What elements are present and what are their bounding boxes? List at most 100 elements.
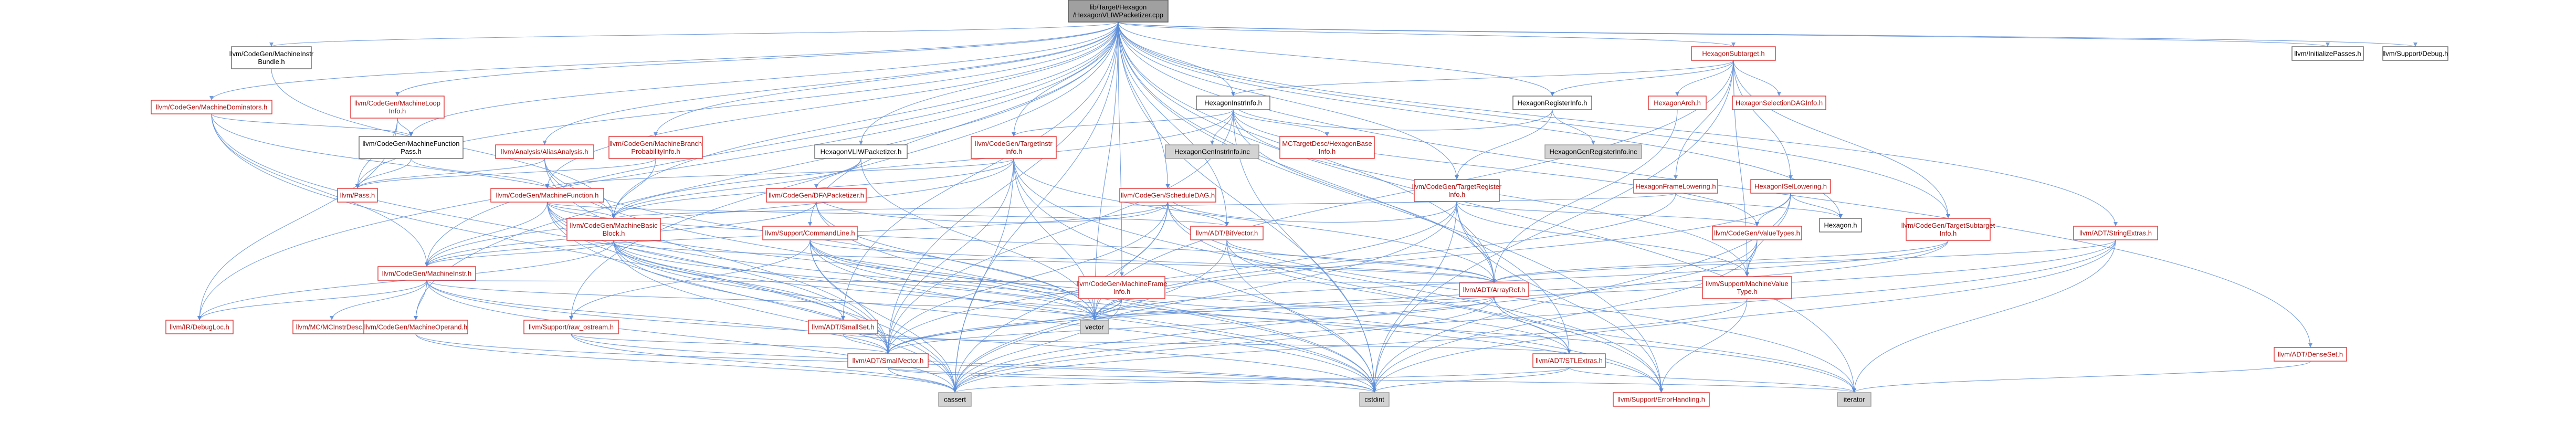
node-label-line: llvm/Support/raw_ostream.h [529, 323, 614, 331]
node-hisel[interactable]: HexagonISelLowering.h [1750, 179, 1831, 194]
node-label-line: llvm/CodeGen/MachineFunction [363, 140, 460, 147]
edge-strx-to-iterator [1854, 239, 2116, 393]
edge-arrowhead [395, 92, 399, 96]
node-mdom[interactable]: llvm/CodeGen/MachineDominators.h [151, 100, 272, 114]
edge-ar-to-iterator [1494, 296, 1855, 393]
node-mcid[interactable]: llvm/MC/MCInstrDesc.h [292, 320, 371, 334]
edge-hvliw-to-dfa [816, 158, 861, 189]
edge-tri-to-eh [1456, 201, 1662, 393]
edge-root-to-hri [1118, 22, 1553, 97]
edge-mi-to-dl [199, 280, 427, 321]
edge-mi-to-vector [426, 280, 1095, 321]
node-hii[interactable]: HexagonInstrInfo.h [1196, 96, 1270, 110]
node-dbg[interactable]: llvm/Support/Debug.h [2382, 46, 2448, 61]
node-eh[interactable]: llvm/Support/ErrorHandling.h [1613, 392, 1710, 407]
edge-root-to-hst [1118, 22, 1734, 47]
node-ros[interactable]: llvm/Support/raw_ostream.h [523, 320, 619, 334]
node-hexh[interactable]: Hexagon.h [1819, 218, 1862, 233]
node-dl[interactable]: llvm/IR/DebugLoc.h [165, 320, 234, 334]
node-box [847, 353, 929, 368]
edge-sdag-to-sv [887, 202, 1169, 354]
node-dfa[interactable]: llvm/CodeGen/DFAPacketizer.h [766, 188, 867, 203]
node-mo[interactable]: llvm/CodeGen/MachineOperand.h [363, 320, 468, 334]
node-label-line: llvm/CodeGen/MachineBranch [609, 140, 702, 147]
edge-arrowhead [1674, 175, 1678, 180]
graph-nodes: lib/Target/Hexagon/HexagonVLIWPacketizer… [151, 0, 2448, 407]
node-hsel[interactable]: HexagonSelectionDAGInfo.h [1732, 96, 1826, 110]
node-label-line: Info.h [1940, 229, 1957, 237]
node-cl[interactable]: llvm/Support/CommandLine.h [762, 226, 858, 240]
node-ss[interactable]: llvm/ADT/SmallSet.h [808, 320, 878, 334]
edge-hst-to-harch [1677, 60, 1734, 97]
node-initp[interactable]: llvm/InitializePasses.h [2291, 46, 2364, 61]
node-hfl[interactable]: HexagonFrameLowering.h [1633, 179, 1718, 194]
node-hvliw[interactable]: HexagonVLIWPacketizer.h [814, 144, 908, 159]
node-vt[interactable]: llvm/CodeGen/ValueTypes.h [1712, 226, 1802, 240]
edge-root-to-mdom [211, 22, 1119, 101]
node-mbpi[interactable]: llvm/CodeGen/MachineBranchProbabilityInf… [608, 136, 703, 159]
node-stl[interactable]: llvm/ADT/STLExtras.h [1532, 353, 1606, 368]
node-pass[interactable]: llvm/Pass.h [337, 188, 378, 203]
edge-cl-to-cassert [809, 239, 955, 393]
node-aa[interactable]: llvm/Analysis/AliasAnalysis.h [495, 144, 594, 159]
node-label-line: llvm/Pass.h [340, 192, 375, 199]
node-bv[interactable]: llvm/ADT/BitVector.h [1190, 226, 1264, 240]
edge-root-to-mfi [1118, 22, 1122, 277]
edge-mi-to-ar [426, 280, 1495, 283]
edge-ar-to-cassert [954, 296, 1495, 393]
node-label-line: Bundle.h [258, 58, 285, 66]
node-label-line: llvm/CodeGen/MachineInstr.h [382, 270, 472, 278]
node-mf[interactable]: llvm/CodeGen/MachineFunction.h [490, 188, 604, 203]
node-box [165, 320, 234, 334]
node-box [523, 320, 619, 334]
edge-root-to-vector [1094, 22, 1119, 321]
node-ar[interactable]: llvm/ADT/ArrayRef.h [1459, 282, 1529, 297]
node-hst[interactable]: HexagonSubtarget.h [1691, 46, 1776, 61]
node-box [766, 188, 867, 203]
edge-tii-to-cassert [954, 158, 1014, 393]
node-box [1068, 0, 1169, 23]
node-mi[interactable]: llvm/CodeGen/MachineInstr.h [377, 266, 476, 281]
edge-mbb-to-ar [613, 240, 1495, 283]
edge-mdom-to-mbb [211, 113, 614, 219]
edge-mfp-to-pass [357, 158, 412, 189]
edge-hfl-to-vector [1094, 193, 1676, 321]
node-label-line: Hexagon.h [1824, 221, 1857, 229]
node-sv[interactable]: llvm/ADT/SmallVector.h [847, 353, 929, 368]
edge-ros-to-sv [571, 333, 889, 354]
node-harch[interactable]: HexagonArch.h [1648, 96, 1707, 110]
node-strx[interactable]: llvm/ADT/StringExtras.h [2073, 226, 2158, 240]
edge-mi-to-mo [415, 280, 427, 321]
edge-arrowhead [1372, 388, 1376, 393]
edge-tsi-to-sv [887, 240, 1949, 354]
edge-arrowhead [808, 222, 812, 226]
node-sdag[interactable]: llvm/CodeGen/ScheduleDAG.h [1119, 188, 1216, 203]
node-cassert: cassert [938, 392, 972, 407]
edge-tii-to-mf [546, 158, 1014, 189]
edge-arrowhead [355, 184, 360, 188]
edge-root-to-mloop [397, 22, 1119, 97]
edge-root-to-stl [1118, 22, 1570, 354]
node-hri[interactable]: HexagonRegisterInfo.h [1512, 96, 1592, 110]
edge-mi-to-mcid [331, 280, 427, 321]
node-iterator: iterator [1837, 392, 1871, 407]
node-box [1532, 353, 1606, 368]
node-box [2382, 46, 2448, 61]
edge-tsi-to-ar [1494, 240, 1949, 283]
node-label-line: HexagonSubtarget.h [1702, 50, 1764, 58]
node-label-line: /HexagonVLIWPacketizer.cpp [1073, 11, 1163, 19]
node-ds[interactable]: llvm/ADT/DenseSet.h [2274, 347, 2347, 362]
edge-hst-to-hri [1552, 60, 1734, 97]
edge-hst-to-hsel [1733, 60, 1780, 97]
